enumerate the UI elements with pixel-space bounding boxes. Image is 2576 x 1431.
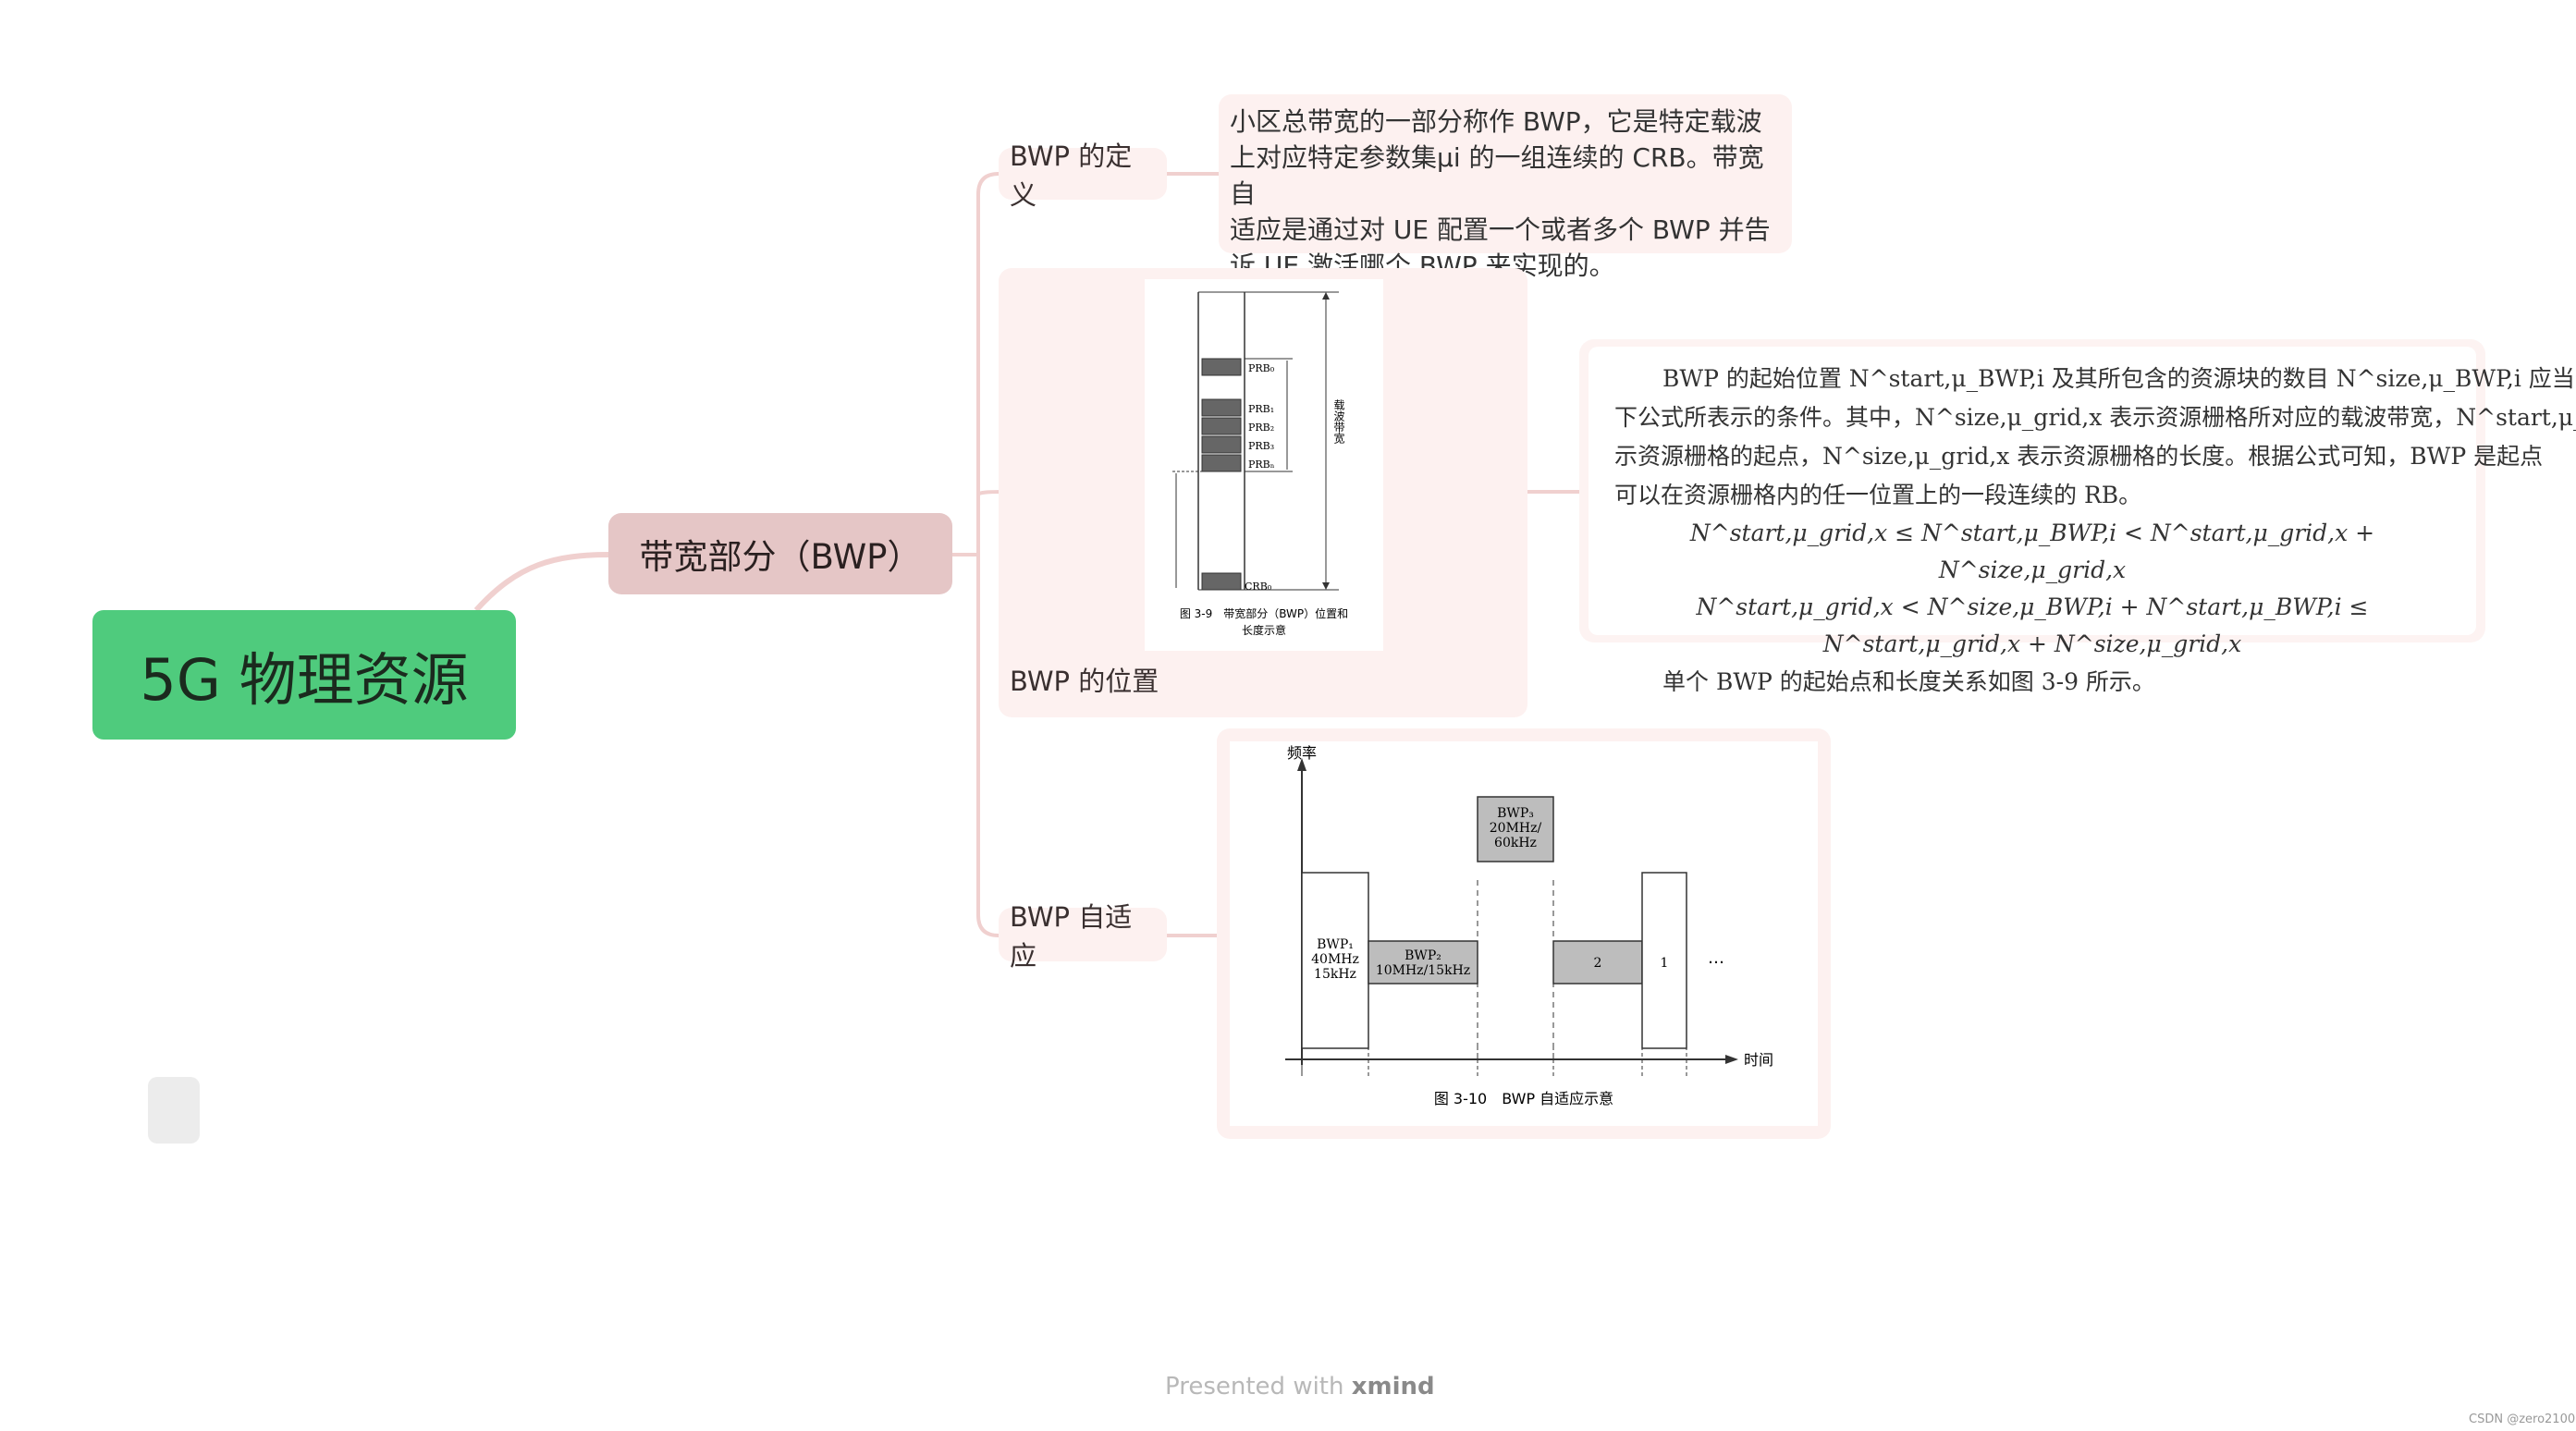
collapsed-panel-handle[interactable] bbox=[148, 1077, 200, 1144]
subtopic-adaptation-label: BWP 自适应 bbox=[1010, 901, 1133, 972]
main-topic-label: 带宽部分（BWP） bbox=[639, 537, 922, 577]
adaptation-figure-box: 频率 时间 BWP₁ 40MHz 15kHz BWP₂ 10MHz/15kHz … bbox=[1217, 728, 1831, 1139]
block-1-label: 1 bbox=[1661, 956, 1669, 971]
figure-3-10-caption: 图 3-10 BWP 自适应示意 bbox=[1434, 1090, 1613, 1107]
connector-root-main bbox=[473, 552, 611, 613]
footer-brand: xmind bbox=[1351, 1373, 1435, 1400]
block-2-label: 2 bbox=[1594, 956, 1602, 971]
bwp1-label: 15kHz bbox=[1314, 967, 1356, 982]
footer-credit: Presented with xmind bbox=[1165, 1373, 1435, 1400]
subtopic-definition-label: BWP 的定义 bbox=[1010, 141, 1133, 211]
subtopic-adaptation[interactable]: BWP 自适应 bbox=[999, 901, 1167, 972]
formula-text-line: 示资源栅格的起点，N^size,μ_grid,x 表示资源栅格的长度。根据公式可… bbox=[1614, 443, 2544, 470]
prb-label: PRB₃ bbox=[1248, 440, 1274, 452]
figure-3-10: 频率 时间 BWP₁ 40MHz 15kHz BWP₂ 10MHz/15kHz … bbox=[1230, 741, 1818, 1126]
definition-note-line: 适应是通过对 UE 配置一个或者多个 BWP 并告 bbox=[1230, 214, 1771, 245]
figure-3-9-caption: 图 3-9 带宽部分（BWP）位置和 bbox=[1180, 606, 1348, 620]
bwp1-label: BWP₁ bbox=[1317, 937, 1354, 952]
bwp2-label: 10MHz/15kHz bbox=[1376, 963, 1470, 978]
formula-equation-2: N^start,μ_grid,x < N^size,μ_BWP,i + N^st… bbox=[1696, 593, 2369, 657]
y-axis-label: 频率 bbox=[1287, 744, 1317, 762]
bwp3-label: BWP₃ bbox=[1497, 806, 1534, 821]
definition-note-line: 上对应特定参数集μi 的一组连续的 CRB。带宽自 bbox=[1230, 142, 1764, 209]
x-axis-label: 时间 bbox=[1744, 1051, 1773, 1069]
subtopic-position-label: BWP 的位置 bbox=[1010, 666, 1159, 697]
ellipsis-label: … bbox=[1708, 948, 1724, 968]
figure-3-9-caption: 长度示意 bbox=[1242, 623, 1286, 637]
figure-3-10-diagram: 频率 时间 BWP₁ 40MHz 15kHz BWP₂ 10MHz/15kHz … bbox=[1285, 744, 1773, 1107]
figure-3-9-diagram: PRB₀ PRB₁ PRB₂ PRB₃ PRBₙ CRB₀ 载波带宽 图 3-9… bbox=[1172, 291, 1348, 637]
bwp3-label: 20MHz/ bbox=[1490, 821, 1542, 836]
formula-text-line: 单个 BWP 的起始点和长度关系如图 3-9 所示。 bbox=[1662, 668, 2155, 695]
prb-label: PRB₁ bbox=[1248, 403, 1274, 415]
bwp3-label: 60kHz bbox=[1494, 836, 1537, 850]
prb-label: PRBₙ bbox=[1248, 459, 1275, 471]
footer-presented: Presented with bbox=[1165, 1373, 1344, 1400]
figure-3-9: PRB₀ PRB₁ PRB₂ PRB₃ PRBₙ CRB₀ 载波带宽 图 3-9… bbox=[1145, 279, 1383, 651]
bwp2-label: BWP₂ bbox=[1405, 948, 1441, 963]
position-formula-text: BWP 的起始位置 N^start,μ_BWP,i 及其所包含的资源块的数目 N… bbox=[1579, 339, 2576, 695]
root-topic-label: 5G 物理资源 bbox=[140, 646, 469, 714]
main-topic-bwp[interactable]: 带宽部分（BWP） bbox=[608, 513, 952, 594]
watermark: CSDN @zero2100 bbox=[2469, 1413, 2576, 1426]
formula-text-line: 下公式所表示的条件。其中，N^size,μ_grid,x 表示资源栅格所对应的载… bbox=[1614, 404, 2576, 431]
formula-text-line: BWP 的起始位置 N^start,μ_BWP,i 及其所包含的资源块的数目 N… bbox=[1662, 365, 2576, 392]
root-topic[interactable]: 5G 物理资源 bbox=[92, 610, 516, 740]
carrier-bandwidth-label: 载波带宽 bbox=[1332, 399, 1345, 445]
crb-label: CRB₀ bbox=[1245, 581, 1272, 593]
definition-note-line: 小区总带宽的一部分称作 BWP，它是特定载波 bbox=[1230, 106, 1762, 137]
subtopic-position[interactable]: PRB₀ PRB₁ PRB₂ PRB₃ PRBₙ CRB₀ 载波带宽 图 3-9… bbox=[999, 268, 1527, 717]
subtopic-definition[interactable]: BWP 的定义 bbox=[999, 141, 1167, 211]
connector-to-position bbox=[976, 490, 1003, 496]
prb-label: PRB₂ bbox=[1248, 422, 1274, 434]
definition-note: 小区总带宽的一部分称作 BWP，它是特定载波 上对应特定参数集μi 的一组连续的… bbox=[1219, 94, 1792, 281]
connector-trunk-vertical bbox=[976, 172, 1000, 937]
formula-equation-1: N^start,μ_grid,x ≤ N^start,μ_BWP,i < N^s… bbox=[1689, 520, 2375, 583]
bwp1-label: 40MHz bbox=[1311, 952, 1359, 967]
prb-label: PRB₀ bbox=[1248, 362, 1275, 374]
formula-text-line: 可以在资源栅格内的任一位置上的一段连续的 RB。 bbox=[1614, 482, 2142, 508]
